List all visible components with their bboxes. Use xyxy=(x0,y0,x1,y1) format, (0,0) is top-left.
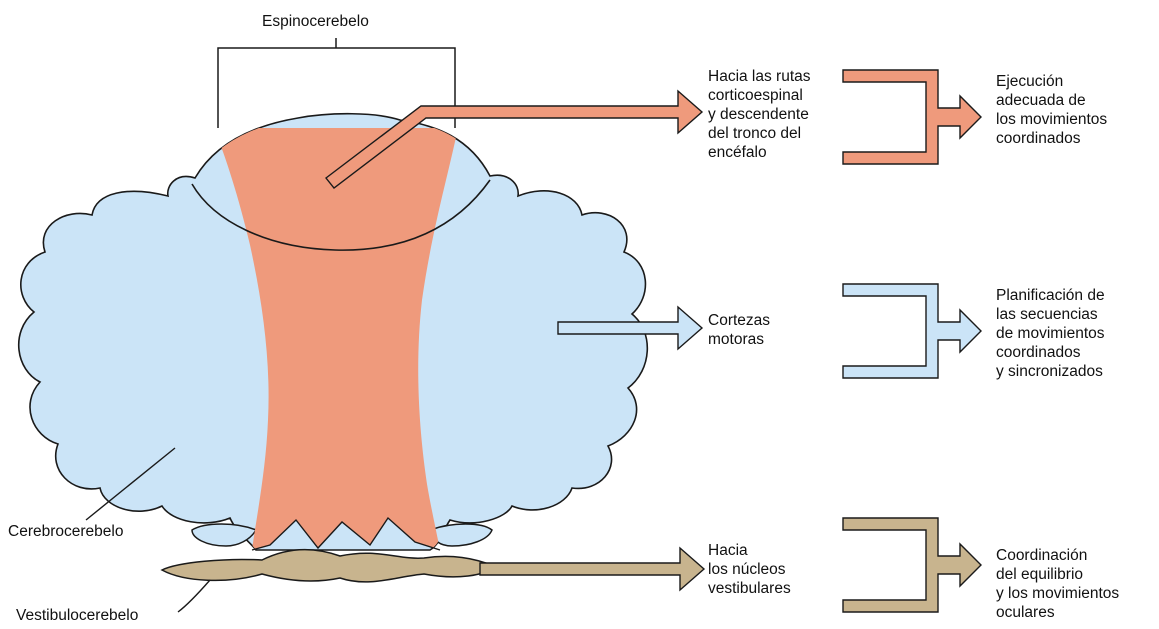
cerebro-outcome-label: Planificación de las secuencias de movim… xyxy=(996,286,1105,381)
cerebro-target-label: Cortezas motoras xyxy=(708,311,770,349)
cerebro-outcome-bracket xyxy=(843,284,981,378)
vestibulocerebelo-region xyxy=(162,550,494,582)
spino-target-label: Hacia las rutas corticoespinal y descend… xyxy=(708,67,811,162)
vestibulo-output-arrow xyxy=(480,548,704,590)
vestibulo-outcome-bracket xyxy=(843,518,981,612)
vestibulo-outcome-label: Coordinación del equilibrio y los movimi… xyxy=(996,546,1119,622)
cerebrocerebelo-label: Cerebrocerebelo xyxy=(8,522,123,541)
spino-outcome-label: Ejecución adecuada de los movimientos co… xyxy=(996,72,1107,148)
spino-outcome-bracket xyxy=(843,70,981,164)
vestibulocerebelo-pointer xyxy=(178,580,210,612)
vestibulocerebelo-label: Vestibulocerebelo xyxy=(16,606,138,625)
vestibulo-target-label: Hacia los núcleos vestibulares xyxy=(708,541,791,598)
espinocerebelo-label: Espinocerebelo xyxy=(262,12,369,31)
